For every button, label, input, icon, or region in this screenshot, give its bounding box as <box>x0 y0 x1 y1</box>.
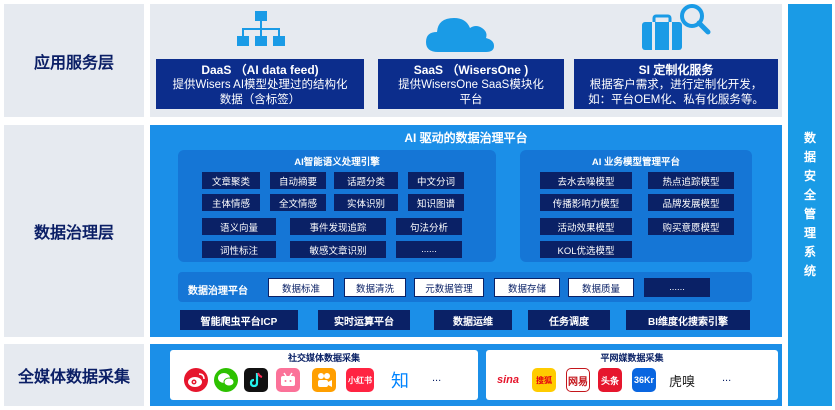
service-desc: 平台 <box>459 94 483 106</box>
service-desc: 如：平台OEM化、私有化服务等。 <box>588 94 764 106</box>
nlp-chip: 语义向量 <box>202 218 276 235</box>
biz-model-chip: 热点追踪模型 <box>648 172 734 189</box>
nlp-chip: 知识图谱 <box>408 194 464 211</box>
xiaohongshu-icon: 小红书 <box>346 368 374 392</box>
douyin-icon <box>244 368 268 392</box>
service-desc: 数据（含标签） <box>219 94 301 106</box>
biz-model-chip: 活动效果模型 <box>540 218 632 235</box>
layer-label-governance: 数据治理层 <box>4 125 144 337</box>
sina-icon: sina <box>494 368 522 392</box>
gov-chip: 数据标准 <box>268 278 334 297</box>
service-desc: 提供Wisers AI模型处理过的结构化 <box>172 79 348 91</box>
nlp-chip: 词性标注 <box>202 241 276 258</box>
gov-chip: ...... <box>644 278 710 297</box>
sidebar-char: 全 <box>803 188 816 202</box>
biz-model-chip: 购买意愿模型 <box>648 218 734 235</box>
nlp-chip: 事件发现追踪 <box>290 218 386 235</box>
layer-label-app: 应用服务层 <box>4 4 144 117</box>
nlp-chip: 实体识别 <box>334 194 398 211</box>
sidebar-char: 数 <box>803 131 816 145</box>
service-title: SaaS （WisersOne ) <box>413 63 529 77</box>
layer-label-text: 全媒体数据采集 <box>17 369 130 386</box>
biz-model-chip: KOL优选模型 <box>540 241 632 258</box>
layer-label-text: 数据治理层 <box>33 225 114 242</box>
social-media-title: 社交媒体数据采集 <box>287 353 360 363</box>
weibo-icon <box>184 368 208 392</box>
platform-title: AI 驱动的数据治理平台 <box>404 131 528 145</box>
gov-chip: 数据质量 <box>568 278 634 297</box>
nlp-chip: 自动摘要 <box>270 172 326 189</box>
gov-chip: 元数据管理 <box>414 278 484 297</box>
nlp-chip: 中文分词 <box>408 172 464 189</box>
kuaishou-icon <box>312 368 336 392</box>
biz-model-chip: 品牌发展模型 <box>648 194 734 211</box>
layer-label-text: 应用服务层 <box>33 54 114 72</box>
nlp-chip: ...... <box>396 241 462 258</box>
gov-chip: 数据存储 <box>494 278 560 297</box>
36kr-icon: 36Kr <box>632 368 656 392</box>
service-desc: 根据客户需求，进行定制化开发， <box>589 79 763 91</box>
toolbox-search-icon <box>642 4 711 50</box>
service-saas: SaaS （WisersOne ) 提供WisersOne SaaS模块化 平台 <box>378 59 564 109</box>
infra-chip: 数据运维 <box>434 310 512 330</box>
security-management-sidebar: 数据安全管理系统 <box>788 4 832 406</box>
sidebar-char: 理 <box>803 226 816 240</box>
wechat-icon <box>214 368 238 392</box>
layer-label-collect: 全媒体数据采集 <box>4 344 144 406</box>
infra-chip: BI维度化搜索引擎 <box>626 310 750 330</box>
biz-model-chip: 去水去噪模型 <box>540 172 632 189</box>
flat-more: ... <box>722 372 732 384</box>
service-daas: DaaS （AI data feed) 提供Wisers AI模型处理过的结构化… <box>156 59 364 109</box>
flat-media-title: 平网媒数据采集 <box>600 353 664 363</box>
gov-chip: 数据清洗 <box>344 278 406 297</box>
biz-model-chip: 传播影响力模型 <box>540 194 632 211</box>
sidebar-char: 统 <box>803 264 816 278</box>
nlp-engine-title: AI智能语义处理引擎 <box>294 157 380 168</box>
infra-chip: 实时运算平台 <box>318 310 410 330</box>
service-si: SI 定制化服务 根据客户需求，进行定制化开发， 如：平台OEM化、私有化服务等… <box>574 59 778 109</box>
netease-icon: 网易 <box>566 368 590 392</box>
infra-chip: 任务调度 <box>528 310 610 330</box>
nlp-chip: 主体情感 <box>202 194 260 211</box>
sidebar-char: 据 <box>803 150 816 164</box>
zhihu-icon: 知 <box>388 368 412 392</box>
sidebar-char: 系 <box>803 245 816 259</box>
nlp-chip: 全文情感 <box>270 194 326 211</box>
social-more: ... <box>432 372 442 384</box>
nlp-chip: 敏感文章识别 <box>290 241 386 258</box>
nlp-chip: 话题分类 <box>334 172 398 189</box>
nlp-chip: 文章聚类 <box>202 172 260 189</box>
cloud-icon <box>426 18 494 52</box>
service-desc: 提供WisersOne SaaS模块化 <box>398 79 544 91</box>
service-title: SI 定制化服务 <box>638 63 714 77</box>
sidebar-char: 安 <box>803 169 816 183</box>
nlp-chip: 句法分析 <box>396 218 462 235</box>
sidebar-char: 管 <box>803 207 816 221</box>
org-chart-icon <box>237 11 285 46</box>
bilibili-icon <box>276 368 300 392</box>
toutiao-icon: 头条 <box>598 368 622 392</box>
infra-chip: 智能爬虫平台ICP <box>180 310 298 330</box>
biz-model-title: AI 业务模型管理平台 <box>591 157 681 168</box>
service-title: DaaS （AI data feed) <box>201 63 319 77</box>
gov-platform-label: 数据治理平台 <box>188 286 248 297</box>
huxiu-icon: 虎嗅 <box>666 368 698 392</box>
sohu-icon: 搜狐 <box>532 368 556 392</box>
